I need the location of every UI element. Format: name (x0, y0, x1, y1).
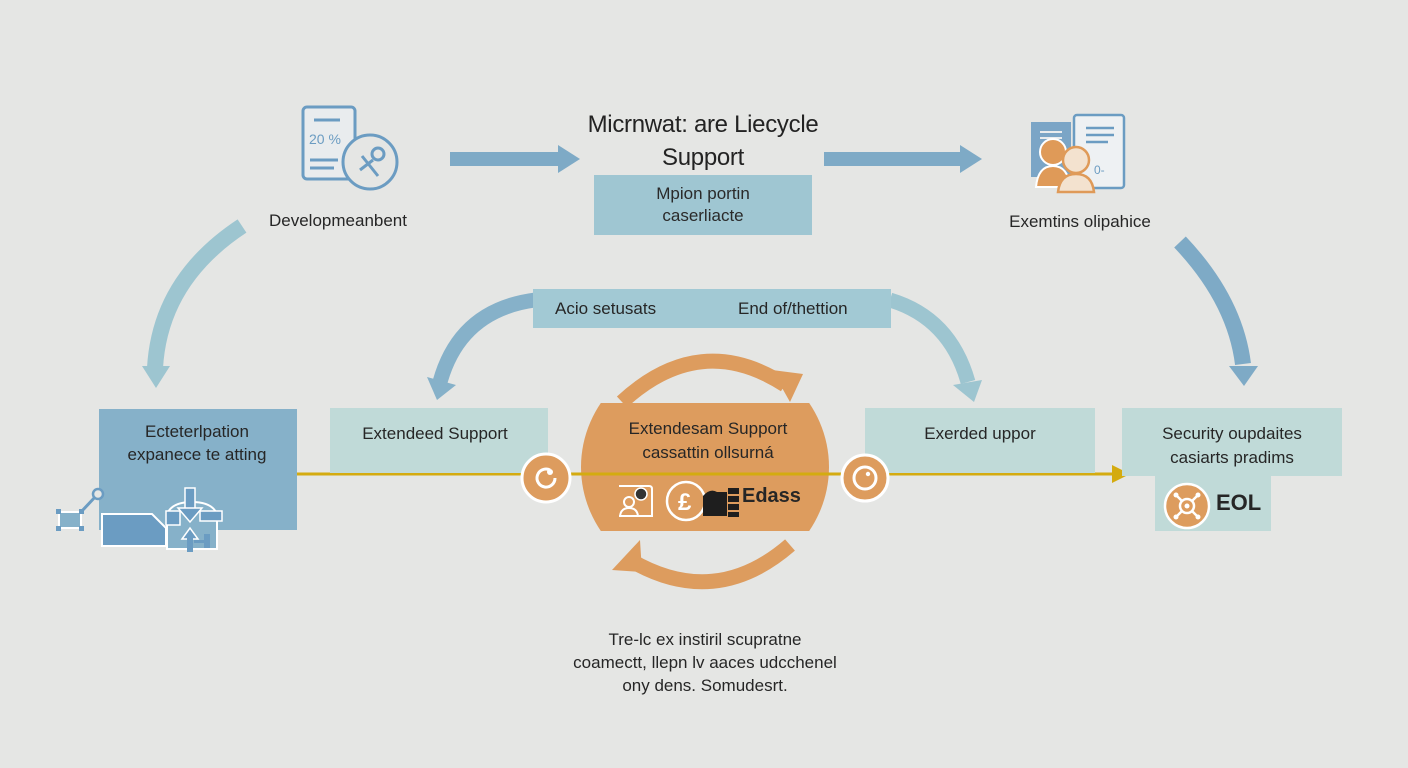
user-card-icon (619, 485, 653, 517)
center-line-1: Extendesam Support (628, 419, 788, 438)
security-line-2: casiarts pradims (1170, 448, 1294, 467)
arrow-curve-right (1174, 236, 1258, 386)
arrow-status-right (887, 292, 982, 402)
arrow-status-left (427, 292, 537, 400)
svg-text:20 %: 20 % (309, 131, 341, 147)
enterprise-text: Ecteterlpation expanece te atting (99, 420, 295, 466)
mainstream-line-2: caserliacte (662, 206, 744, 225)
target-marker-icon (840, 453, 890, 503)
currency-icon: £ (665, 480, 707, 522)
note-line-3: ony dens. Somudesrt. (622, 676, 788, 695)
extended-support-box-2 (865, 408, 1095, 473)
refresh-marker-icon (520, 452, 572, 504)
cycle-arrow-bottom (612, 539, 795, 590)
extended-support-box-1 (330, 408, 548, 473)
svg-text:0-: 0- (1094, 163, 1105, 177)
note-line-1: Tre-lc ex instiril scupratne (608, 630, 802, 649)
cycle-arrow-top (616, 353, 803, 408)
enterprise-line-2: expanece te atting (127, 445, 267, 464)
note-line-2: coamectt, llepn lv aaces udcchenel (573, 653, 837, 672)
document-tools-icon: 20 % (301, 105, 399, 191)
arrow-mainstream-to-extended (824, 145, 982, 173)
center-support-text: Extendesam Support cassattin ollsurná (600, 417, 816, 465)
status-left: Acio setusats (555, 299, 657, 318)
center-icon-row: £ (619, 480, 739, 522)
status-bar: Acio setusats End of/thettion (533, 289, 891, 328)
chart-bars-icon (703, 488, 739, 517)
mainstream-line-1: Mpion portin (656, 184, 750, 203)
center-line-2: cassattin ollsurná (642, 443, 774, 462)
arrow-curve-left (142, 219, 247, 388)
extended-support-label-1: Extendeed Support (362, 424, 508, 443)
virus-shield-icon (1163, 482, 1211, 530)
arrow-dev-to-mainstream (450, 145, 580, 173)
people-document-icon: 0- (1031, 113, 1126, 194)
security-line-1: Security oupdaites (1162, 424, 1302, 443)
diagram-title: Micrnwat: are Liecycle Support (540, 108, 866, 174)
stage-label-development: Developmeanbent (269, 211, 407, 230)
center-badge-label: Edass (742, 485, 801, 507)
enterprise-line-1: Ecteterlpation (145, 422, 249, 441)
workflow-icon (56, 487, 223, 552)
status-right: End of/thettion (738, 299, 848, 318)
title-line-2: Support (662, 144, 744, 171)
footer-note: Tre-lc ex instiril scupratne coamectt, l… (540, 628, 870, 697)
extended-support-label-2: Exerded uppor (924, 424, 1036, 443)
eol-label: EOL (1216, 490, 1262, 515)
mainstream-support-box: Mpion portin caserliacte (594, 175, 812, 235)
security-box (1122, 408, 1342, 476)
security-text: Security oupdaites casiarts pradims (1122, 422, 1342, 470)
title-line-1: Micrnwat: are Liecycle (587, 111, 819, 138)
svg-text:£: £ (678, 489, 692, 516)
stage-label-extended: Exemtins olipahice (1009, 212, 1151, 231)
